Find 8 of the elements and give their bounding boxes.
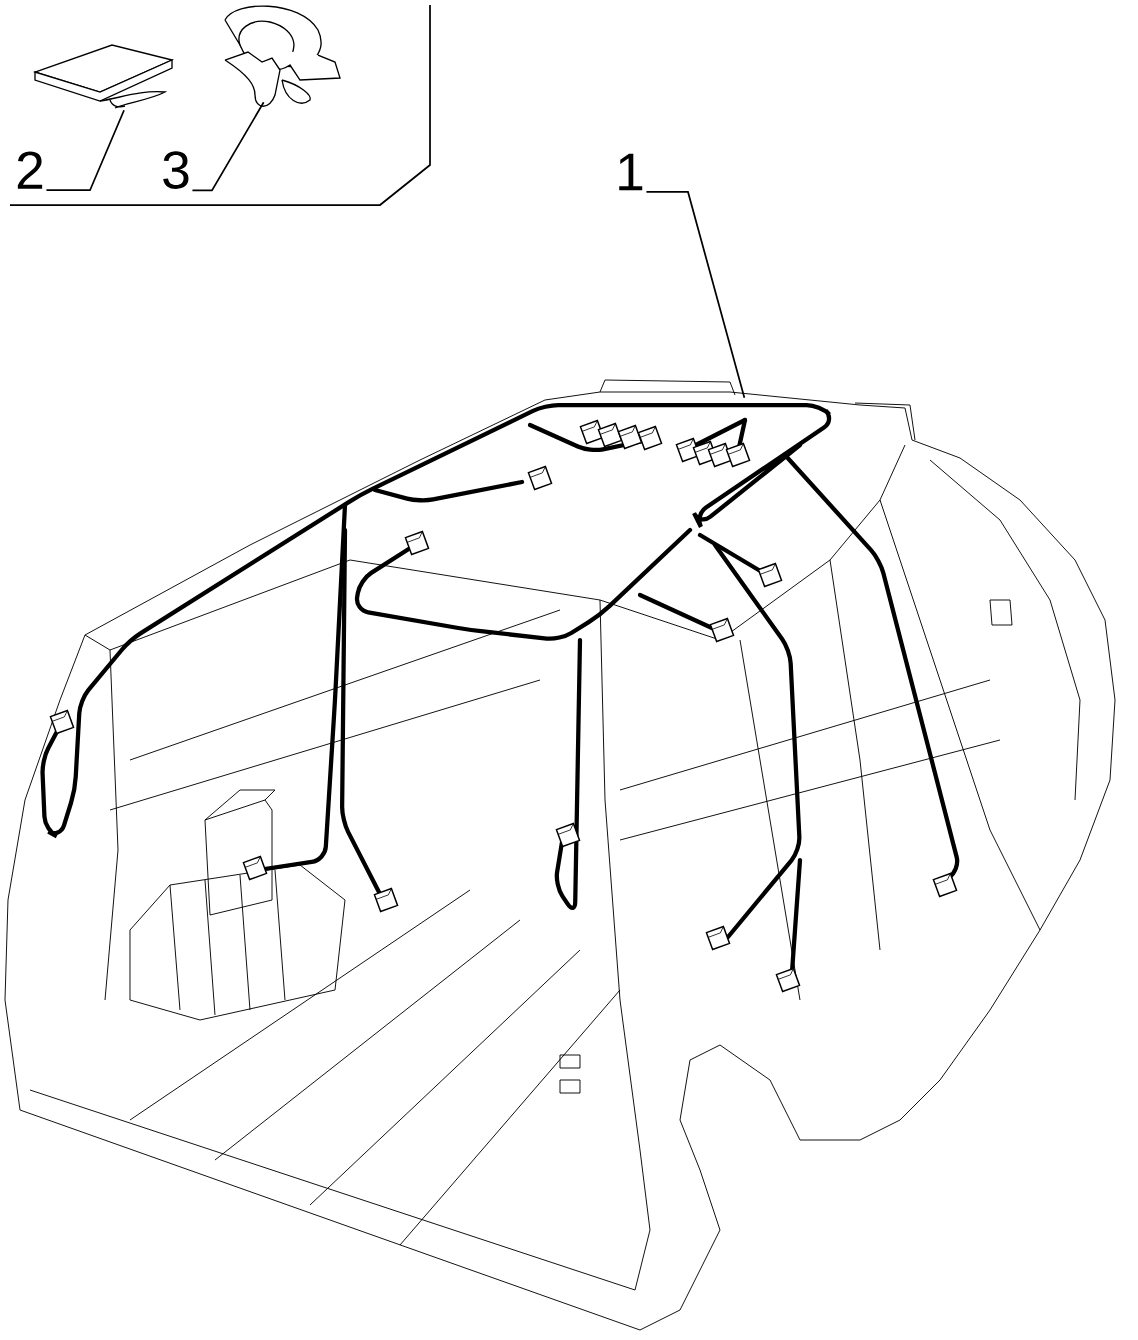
leader-line — [191, 101, 265, 192]
callout-number: 2 — [17, 151, 43, 189]
wiring-harness-drawing — [40, 402, 960, 993]
callout-number: 1 — [619, 153, 643, 191]
clip-drawing — [224, 5, 341, 107]
leader-line — [45, 109, 125, 192]
callout-number: 3 — [163, 151, 189, 189]
leader-line — [645, 191, 746, 399]
